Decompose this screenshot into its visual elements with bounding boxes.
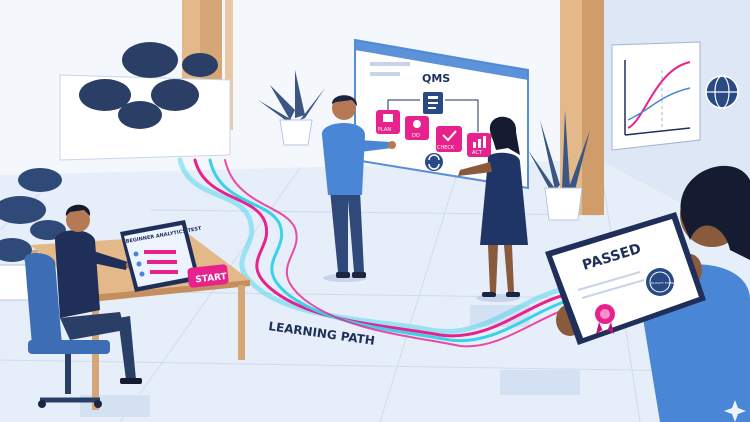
svg-text:CHECK: CHECK xyxy=(437,145,455,151)
pdca-step-check: CHECK xyxy=(436,126,462,152)
right-potted-plant xyxy=(528,110,590,221)
svg-text:PLAN: PLAN xyxy=(378,127,391,133)
seal-text: QUALITY FOUNDATIONS xyxy=(651,281,687,285)
center-potted-plant xyxy=(258,70,325,146)
man-at-board xyxy=(321,95,396,282)
certificate-tablet: PASSED QUALITY FOUNDATIONS xyxy=(545,212,706,345)
qms-title: QMS xyxy=(422,72,450,85)
wood-column-right-shade xyxy=(582,0,604,215)
sparkle-icon xyxy=(724,400,746,422)
clipboard-icon xyxy=(423,92,443,114)
quality-seal: QUALITY FOUNDATIONS xyxy=(646,268,687,296)
pdca-step-act: ACT xyxy=(467,133,491,157)
check-icon xyxy=(442,130,457,142)
office-chair xyxy=(24,253,110,408)
woman-at-board xyxy=(458,116,528,302)
do-play-icon xyxy=(413,120,421,128)
pdca-step-plan: PLAN xyxy=(376,110,400,134)
floor-tile-shade xyxy=(470,305,530,327)
ribbon-badge-icon xyxy=(595,304,615,336)
start-button-label: START xyxy=(195,272,228,285)
qms-board: QMS PLAN DO CHECK xyxy=(354,38,529,190)
left-floor-plant xyxy=(0,168,66,301)
woman-with-tablet xyxy=(556,165,750,422)
globe-icon xyxy=(705,75,739,109)
pdca-step-do: DO xyxy=(405,116,429,140)
monstera-plant xyxy=(79,42,218,129)
window-frame xyxy=(225,0,233,130)
plan-icon xyxy=(383,114,393,122)
desk-tablet: BEGINNER ANALYTICS TEST xyxy=(120,220,202,292)
learning-path-lines xyxy=(177,157,576,348)
floor xyxy=(0,160,750,422)
svg-text:DO: DO xyxy=(412,133,420,139)
floor-tile-shade xyxy=(500,370,580,395)
svg-text:ACT: ACT xyxy=(472,150,483,156)
wall-chart-poster xyxy=(611,41,701,151)
cycle-icon xyxy=(425,153,443,171)
act-chart-icon xyxy=(473,136,486,148)
start-button[interactable]: START xyxy=(187,264,229,288)
